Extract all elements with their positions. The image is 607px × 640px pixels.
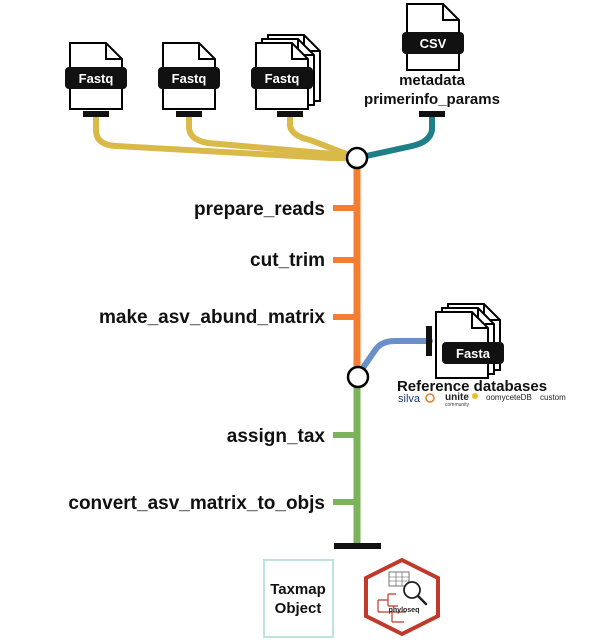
csv-connector-line xyxy=(354,114,435,161)
object-label: Object xyxy=(275,600,322,617)
fastq-file-stack: Fastq xyxy=(251,34,321,110)
svg-text:Fasta: Fasta xyxy=(456,346,491,361)
fastq-connector-3 xyxy=(277,111,303,117)
fastq-file-2: Fastq xyxy=(158,42,220,110)
merge-node xyxy=(345,146,369,170)
step-assign-tax: assign_tax xyxy=(227,426,326,447)
reference-node xyxy=(346,365,370,389)
csv-file: CSV xyxy=(402,3,464,71)
svg-text:CSV: CSV xyxy=(420,36,447,51)
oomycetedb-label: oomyceteDB xyxy=(486,393,532,402)
taxmap-object-box xyxy=(263,559,334,638)
svg-text:unite: unite xyxy=(445,392,469,403)
silva-logo: silva xyxy=(398,393,435,405)
fastq-connector-lines xyxy=(93,115,360,161)
fasta-connector xyxy=(426,326,432,356)
phyloseq-hex-logo: phyloseq xyxy=(364,557,440,637)
primerinfo-label: primerinfo_params xyxy=(364,91,500,108)
fasta-file-stack: Fasta xyxy=(435,303,504,379)
svg-text:phyloseq: phyloseq xyxy=(389,607,420,614)
svg-text:silva: silva xyxy=(398,393,421,405)
unite-logo: unite community xyxy=(445,392,478,408)
reference-databases-label: Reference databases xyxy=(397,378,547,395)
metadata-label: metadata xyxy=(399,72,466,89)
svg-text:Fastq: Fastq xyxy=(172,71,207,86)
step-convert-asv-matrix: convert_asv_matrix_to_objs xyxy=(68,493,325,514)
step-cut-trim: cut_trim xyxy=(250,250,325,271)
fastq-connector-1 xyxy=(83,111,109,117)
svg-text:Fastq: Fastq xyxy=(79,71,114,86)
custom-db-label: custom xyxy=(540,393,566,402)
svg-text:Fastq: Fastq xyxy=(265,71,300,86)
fastq-connector-2 xyxy=(176,111,202,117)
step-prepare-reads: prepare_reads xyxy=(194,199,325,220)
reference-connector-line xyxy=(357,338,433,375)
csv-connector xyxy=(419,111,445,117)
fastq-file-1: Fastq xyxy=(65,42,127,110)
taxmap-label: Taxmap xyxy=(270,581,326,598)
svg-text:community: community xyxy=(445,402,470,408)
end-bar xyxy=(334,543,381,549)
step-make-asv-abund-matrix: make_asv_abund_matrix xyxy=(99,307,325,328)
